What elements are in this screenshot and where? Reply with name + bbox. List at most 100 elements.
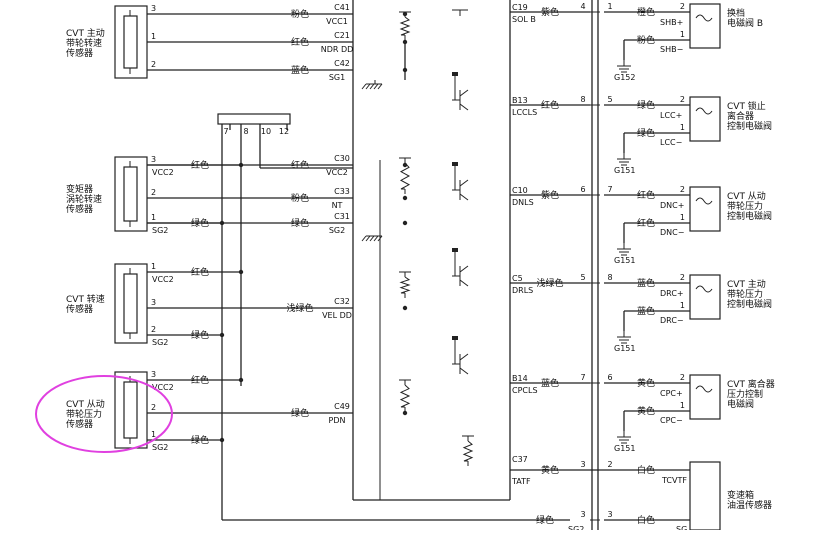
junction-connector bbox=[217, 113, 291, 125]
solenoid-pin: 1 bbox=[680, 30, 685, 39]
sensor-pin: 2 bbox=[151, 325, 156, 334]
wire-color: 浅绿色 bbox=[536, 277, 563, 289]
sensor-label: 传感器 bbox=[66, 303, 93, 315]
ecu-pin: B14 bbox=[512, 374, 528, 383]
sensor-pin: 3 bbox=[151, 370, 156, 379]
junction-pin: 12 bbox=[279, 127, 289, 136]
temp-label: 油温传感器 bbox=[727, 499, 772, 511]
solenoid-pin: 2 bbox=[680, 185, 685, 194]
temp-sig: TCVTF bbox=[661, 476, 687, 485]
connector-pin: 6 bbox=[580, 185, 585, 194]
ecu-sig: LCCLS bbox=[512, 108, 537, 117]
chassis-hatch bbox=[373, 83, 379, 90]
resistor bbox=[399, 276, 411, 294]
wire-color: 蓝色 bbox=[291, 64, 309, 76]
solenoid-label: CVT 从动 bbox=[727, 191, 766, 202]
wire-color: 绿色 bbox=[637, 127, 655, 139]
wire-color: 红色 bbox=[541, 99, 559, 111]
solenoid-label: 控制电磁阀 bbox=[727, 298, 772, 310]
solenoid-sig: SHB+ bbox=[660, 18, 683, 27]
ecu-pin: C10 bbox=[512, 186, 528, 195]
solenoid-pin: 1 bbox=[680, 213, 685, 222]
wire-color: 蓝色 bbox=[541, 377, 559, 389]
ecu-pin: C19 bbox=[512, 3, 528, 12]
ground-label: G152 bbox=[614, 73, 635, 82]
sensor-element bbox=[123, 273, 138, 334]
junction-dot bbox=[402, 67, 408, 73]
transistor-collector bbox=[459, 179, 469, 187]
junction-dot bbox=[402, 39, 408, 45]
solenoid-sig: DRC+ bbox=[660, 289, 684, 298]
ecu-sig: SG2 bbox=[568, 525, 584, 530]
ecu-sig: DRLS bbox=[512, 286, 533, 295]
wire-color: 蓝色 bbox=[637, 277, 655, 289]
wire-color: 白色 bbox=[637, 514, 655, 526]
wire-color: 紫色 bbox=[541, 6, 559, 18]
ecu-sig: SG2 bbox=[329, 226, 345, 235]
transistor-emitter bbox=[459, 367, 469, 375]
wire-color: 红色 bbox=[291, 159, 309, 171]
wire-color: 粉色 bbox=[291, 8, 309, 20]
ecu-pin: B13 bbox=[512, 96, 528, 105]
solenoid-label: 电磁阀 B bbox=[727, 17, 763, 29]
wire-color: 黄色 bbox=[637, 405, 655, 417]
connector-pin: 8 bbox=[607, 273, 612, 282]
sensor-pin: 1 bbox=[151, 32, 156, 41]
junction-dot bbox=[402, 305, 408, 311]
sensor-pin-sig: VCC2 bbox=[152, 168, 174, 177]
coil-symbol bbox=[695, 14, 713, 22]
solenoid-label: CVT 主动 bbox=[727, 278, 766, 290]
wire-color: 红色 bbox=[637, 189, 655, 201]
solenoid-sig: CPC+ bbox=[660, 389, 683, 398]
sensor-pin: 1 bbox=[151, 213, 156, 222]
sensor-pin: 1 bbox=[151, 430, 156, 439]
sensor-pin: 3 bbox=[151, 4, 156, 13]
ground-label: G151 bbox=[614, 256, 635, 265]
chassis-hatch bbox=[365, 235, 371, 242]
solenoid-pin: 1 bbox=[680, 401, 685, 410]
sensor-label: 变矩器 bbox=[66, 183, 93, 195]
solenoid-3 bbox=[689, 274, 721, 320]
connector-pin: 7 bbox=[607, 185, 612, 194]
ground-label: G151 bbox=[614, 344, 635, 353]
solenoid-pin: 2 bbox=[680, 273, 685, 282]
sensor-pin: 2 bbox=[151, 188, 156, 197]
ecu-pin: C49 bbox=[334, 402, 350, 411]
solenoid-sig: DRC− bbox=[660, 316, 684, 325]
solenoid-pin: 1 bbox=[680, 301, 685, 310]
ecu-sig: SG1 bbox=[329, 73, 345, 82]
connector-pin: 4 bbox=[580, 2, 585, 11]
solenoid-label: 压力控制 bbox=[727, 388, 763, 400]
junction-dot bbox=[402, 410, 408, 416]
solenoid-sig: LCC+ bbox=[660, 111, 682, 120]
ground-label: G151 bbox=[614, 444, 635, 453]
wire-color: 红色 bbox=[291, 36, 309, 48]
wire-color: 红色 bbox=[191, 374, 209, 386]
sensor-pin: 3 bbox=[151, 155, 156, 164]
resistor bbox=[462, 440, 474, 462]
connector-pin: 1 bbox=[607, 2, 612, 11]
sensor-label: 传感器 bbox=[66, 418, 93, 430]
junction-dot bbox=[402, 195, 408, 201]
sensor-element bbox=[123, 15, 138, 69]
sensor-pin-sig: SG2 bbox=[152, 443, 168, 452]
connector-pin: 5 bbox=[580, 273, 585, 282]
ecu-pin: C31 bbox=[334, 212, 350, 221]
chassis-hatch bbox=[369, 83, 375, 90]
ecu-pin: C41 bbox=[334, 3, 350, 12]
solenoid-label: 电磁阀 bbox=[727, 398, 754, 410]
wire-color: 红色 bbox=[637, 217, 655, 229]
resistor bbox=[399, 384, 411, 408]
ecu-pin: C5 bbox=[512, 274, 523, 283]
connector-pin: 2 bbox=[607, 460, 612, 469]
solenoid-label: 控制电磁阀 bbox=[727, 120, 772, 132]
junction-dot bbox=[402, 162, 408, 168]
temp-label: 变速箱 bbox=[727, 489, 754, 501]
wire-color: 紫色 bbox=[541, 189, 559, 201]
wire-color: 绿色 bbox=[291, 217, 309, 229]
ecu-sig: SOL B bbox=[512, 15, 536, 24]
sensor-pin: 3 bbox=[151, 298, 156, 307]
wire-color: 白色 bbox=[637, 464, 655, 476]
sensor-pin-sig: SG2 bbox=[152, 226, 168, 235]
